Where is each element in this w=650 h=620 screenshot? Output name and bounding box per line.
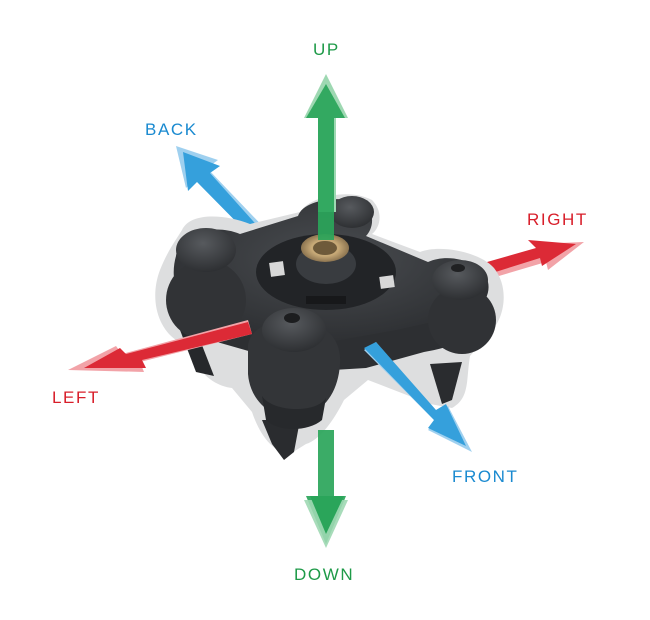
- label-left: LEFT: [52, 388, 100, 407]
- label-up: UP: [313, 40, 340, 59]
- label-down: DOWN: [294, 565, 355, 584]
- label-right: RIGHT: [527, 210, 588, 229]
- up-arrow-icon: [304, 74, 348, 240]
- front-arrow-icon: [364, 342, 472, 452]
- down-arrow-icon: [304, 430, 348, 548]
- left-arrow-icon: [68, 320, 252, 372]
- label-back: BACK: [145, 120, 198, 139]
- device-body: [166, 196, 496, 460]
- label-front: FRONT: [452, 467, 519, 486]
